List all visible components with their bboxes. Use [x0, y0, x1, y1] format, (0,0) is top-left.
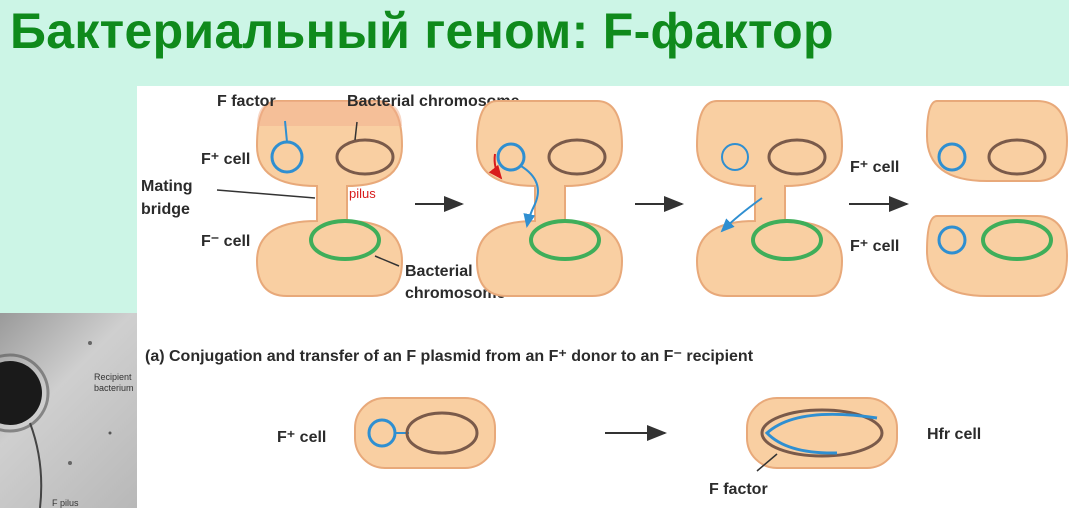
- micrograph-image: Recipient bacterium F pilus: [0, 341, 134, 508]
- hfr-formation: F⁺ cell Hfr cell F factor: [277, 397, 981, 498]
- label-bridge: bridge: [141, 201, 190, 218]
- micro-label-bacterium: bacterium: [94, 383, 134, 393]
- slide-title: Бактериальный геном: F-фактор: [10, 3, 834, 59]
- label-f-plus-cell-top-right: F⁺ cell: [850, 159, 899, 176]
- figure-panel: F factor Bacterial chromosome F⁺ cell Ma…: [137, 86, 1069, 508]
- label-bacterial: Bacterial: [405, 263, 473, 280]
- micro-label-recipient: Recipient: [94, 372, 132, 382]
- stage-1-mating-pair: F factor Bacterial chromosome F⁺ cell Ma…: [141, 93, 520, 302]
- label-hfr-cell: Hfr cell: [927, 426, 981, 443]
- stage-3-transfer-continue: [695, 100, 844, 297]
- electron-micrograph: Recipient bacterium F pilus: [0, 313, 137, 508]
- conjugation-diagram: F factor Bacterial chromosome F⁺ cell Ma…: [141, 93, 1069, 498]
- label-f-plus-cell-b: F⁺ cell: [277, 429, 326, 446]
- label-pilus: pilus: [349, 186, 376, 201]
- caption-a: (a) Conjugation and transfer of an F pla…: [145, 348, 754, 365]
- label-f-minus-cell: F⁻ cell: [201, 233, 250, 250]
- micro-label-f-pilus: F pilus: [52, 498, 79, 508]
- label-mating: Mating: [141, 178, 193, 195]
- stage-2-transfer-start: [475, 100, 624, 297]
- label-f-factor: F factor: [217, 93, 276, 110]
- label-f-plus-cell: F⁺ cell: [201, 151, 250, 168]
- label-bacterial-chromosome: Bacterial chromosome: [347, 93, 520, 110]
- label-chromosome: chromosome: [405, 285, 506, 302]
- donor-chromosome: [335, 138, 395, 176]
- label-f-plus-cell-bottom-right: F⁺ cell: [850, 238, 899, 255]
- stage-4-two-f-plus-cells: F⁺ cell F⁺ cell: [850, 100, 1069, 297]
- recipient-chromosome: [309, 219, 381, 261]
- donor-and-recipient-cells: [255, 100, 404, 297]
- label-f-factor-b: F factor: [709, 481, 768, 498]
